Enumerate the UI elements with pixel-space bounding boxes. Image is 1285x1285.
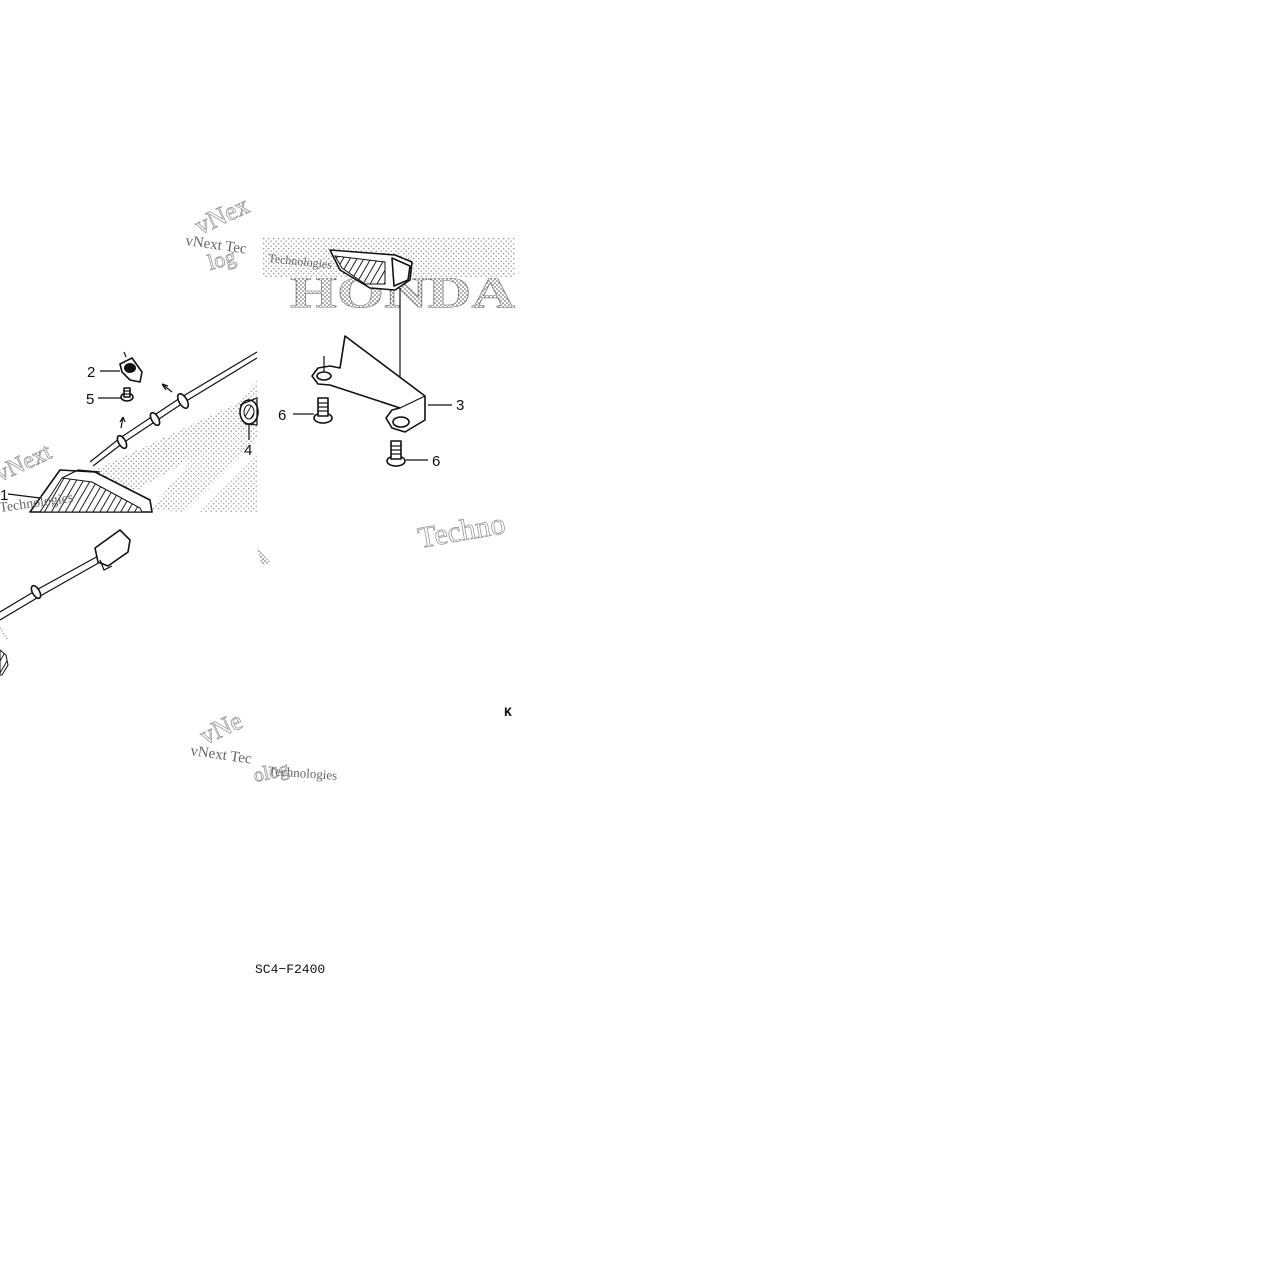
switch-housing xyxy=(29,469,153,513)
bracket-bolt xyxy=(313,397,333,424)
watermark-text: Technologies xyxy=(268,251,333,272)
bracket-bolt xyxy=(386,440,406,467)
callout-5: 5 xyxy=(86,391,94,408)
direction-arrow xyxy=(119,416,126,429)
corner-mark: K xyxy=(504,705,512,720)
watermark-text: Techno xyxy=(415,507,507,555)
lower-watermarks: vNext Tec vNe olog Technologies xyxy=(189,705,338,787)
clamp-screw xyxy=(120,387,134,402)
left-panel: 2 5 4 1 vNext Tec vNex log Technologies … xyxy=(0,190,259,516)
mounting-bracket xyxy=(311,335,426,433)
direction-arrow xyxy=(161,383,173,393)
cable-tie xyxy=(176,392,190,410)
callout-6: 6 xyxy=(278,407,286,424)
cable-tie xyxy=(116,434,128,450)
watermark-text: Technologies xyxy=(268,763,338,783)
figure-code: SC4−F2400 xyxy=(255,962,325,977)
callout-1: 1 xyxy=(0,487,8,504)
bracket-hole xyxy=(392,416,410,428)
wing-shadow xyxy=(95,395,257,500)
watermark-text: vNext xyxy=(0,439,56,487)
cable-clamp xyxy=(119,351,143,383)
lower-left-fragment xyxy=(0,529,270,676)
callout-6: 6 xyxy=(432,453,440,470)
bracket-hole xyxy=(316,371,332,381)
cable-tie xyxy=(149,411,161,427)
callout-2: 2 xyxy=(87,364,95,381)
grommet-fragment xyxy=(0,649,9,676)
callout-4: 4 xyxy=(244,442,252,459)
watermark-text: vNex xyxy=(190,190,253,240)
grommet xyxy=(239,397,259,426)
right-panel: HONDA xyxy=(262,238,516,720)
watermark-text: vNext Tec xyxy=(189,743,253,767)
knob-part xyxy=(329,249,413,291)
leader-1 xyxy=(7,493,41,499)
connector xyxy=(94,529,131,567)
callout-3: 3 xyxy=(456,397,464,414)
